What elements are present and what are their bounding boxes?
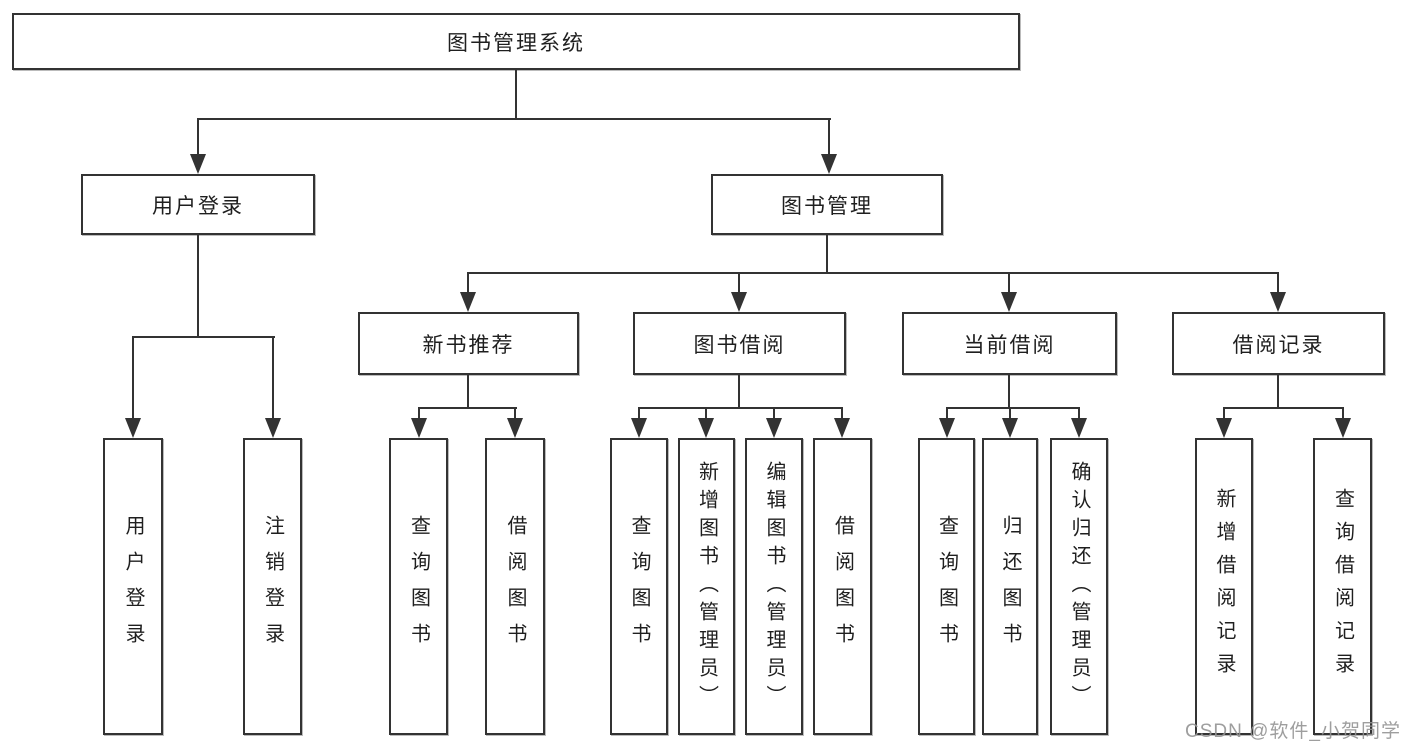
node-label: 借阅记录 (1232, 333, 1325, 357)
arrow-head-icon (265, 418, 281, 438)
leaf-label: 编辑图书（管理员） (763, 460, 785, 713)
connector-line (946, 407, 948, 418)
leaf-label: 查询图书 (628, 514, 650, 659)
arrow-head-icon (125, 418, 141, 438)
arrow-head-icon (1071, 418, 1087, 438)
arrow-head-icon (834, 418, 850, 438)
connector-line (638, 407, 843, 409)
leaf-confirm-return-admin: 确认归还（管理员） (1050, 438, 1108, 735)
arrow-head-icon (698, 418, 714, 438)
leaf-label: 借阅图书 (831, 514, 854, 659)
node-current-borrowing: 当前借阅 (902, 312, 1117, 375)
connector-line (638, 407, 640, 418)
connector-line (1342, 407, 1344, 418)
arrow-head-icon (1216, 418, 1232, 438)
leaf-add-books-admin: 新增图书（管理员） (678, 438, 735, 735)
arrow-head-icon (460, 292, 476, 312)
connector-line (1078, 407, 1080, 418)
arrow-head-icon (731, 292, 747, 312)
leaf-label: 借阅图书 (504, 514, 526, 659)
connector-line (132, 336, 275, 338)
arrow-head-icon (190, 154, 206, 174)
connector-line (467, 272, 469, 292)
leaf-logout: 注销登录 (243, 438, 302, 735)
leaf-edit-books-admin: 编辑图书（管理员） (745, 438, 803, 735)
leaf-add-borrow-record: 新增借阅记录 (1195, 438, 1253, 735)
connector-line (828, 118, 830, 154)
connector-line (1009, 407, 1011, 418)
leaf-label: 查询借阅记录 (1331, 487, 1354, 686)
connector-line (841, 407, 843, 418)
node-library-management-system: 图书管理系统 (12, 13, 1020, 70)
connector-line (773, 407, 775, 418)
arrow-head-icon (1335, 418, 1351, 438)
arrow-head-icon (411, 418, 427, 438)
connector-line (1223, 407, 1344, 409)
node-user-login: 用户登录 (81, 174, 315, 235)
arrow-head-icon (766, 418, 782, 438)
arrow-head-icon (939, 418, 955, 438)
arrow-head-icon (1001, 292, 1017, 312)
leaf-label: 注销登录 (261, 514, 284, 659)
node-new-book-recommendation: 新书推荐 (358, 312, 579, 375)
connector-line (467, 375, 469, 407)
leaf-return-books: 归还图书 (982, 438, 1038, 735)
csdn-watermark: CSDN @软件_小贺同学 (1185, 721, 1401, 742)
leaf-borrow-books-borrowing: 借阅图书 (813, 438, 872, 735)
leaf-borrow-books-recommendation: 借阅图书 (485, 438, 545, 735)
connector-line (515, 70, 517, 118)
node-label: 用户登录 (152, 194, 244, 218)
connector-line (197, 235, 199, 336)
connector-line (946, 407, 1080, 409)
leaf-query-books-current: 查询图书 (918, 438, 975, 735)
node-book-borrowing: 图书借阅 (633, 312, 846, 375)
arrow-head-icon (507, 418, 523, 438)
leaf-query-books-borrowing: 查询图书 (610, 438, 668, 735)
arrow-head-icon (1002, 418, 1018, 438)
connector-line (467, 272, 1279, 274)
leaf-label: 用户登录 (122, 514, 144, 659)
connector-line (1008, 272, 1010, 292)
connector-line (1008, 375, 1010, 407)
connector-line (1223, 407, 1225, 418)
node-borrowing-records: 借阅记录 (1172, 312, 1385, 375)
leaf-user-login: 用户登录 (103, 438, 163, 735)
leaf-query-borrow-record: 查询借阅记录 (1313, 438, 1372, 735)
connector-line (514, 407, 516, 418)
connector-line (418, 407, 420, 418)
node-label: 图书借阅 (693, 333, 786, 357)
connector-line (418, 407, 517, 409)
leaf-label: 确认归还（管理员） (1068, 460, 1090, 713)
connector-line (738, 272, 740, 292)
node-label: 图书管理 (781, 194, 873, 218)
connector-line (197, 118, 199, 154)
connector-line (738, 375, 740, 407)
node-label: 新书推荐 (422, 333, 515, 357)
leaf-label: 查询图书 (935, 514, 958, 659)
leaf-label: 查询图书 (407, 514, 430, 659)
leaf-query-books-recommendation: 查询图书 (389, 438, 448, 735)
connector-line (826, 235, 828, 272)
arrow-head-icon (821, 154, 837, 174)
connector-line (197, 118, 831, 120)
leaf-label: 归还图书 (999, 514, 1021, 659)
connector-line (1277, 375, 1279, 407)
connector-line (272, 336, 274, 418)
leaf-label: 新增借阅记录 (1213, 487, 1235, 686)
leaf-label: 新增图书（管理员） (695, 460, 718, 713)
arrow-head-icon (1270, 292, 1286, 312)
node-label: 当前借阅 (963, 333, 1056, 357)
connector-line (705, 407, 707, 418)
node-label: 图书管理系统 (447, 31, 585, 55)
connector-line (1277, 272, 1279, 292)
connector-line (132, 336, 134, 418)
node-book-management: 图书管理 (711, 174, 943, 235)
arrow-head-icon (631, 418, 647, 438)
